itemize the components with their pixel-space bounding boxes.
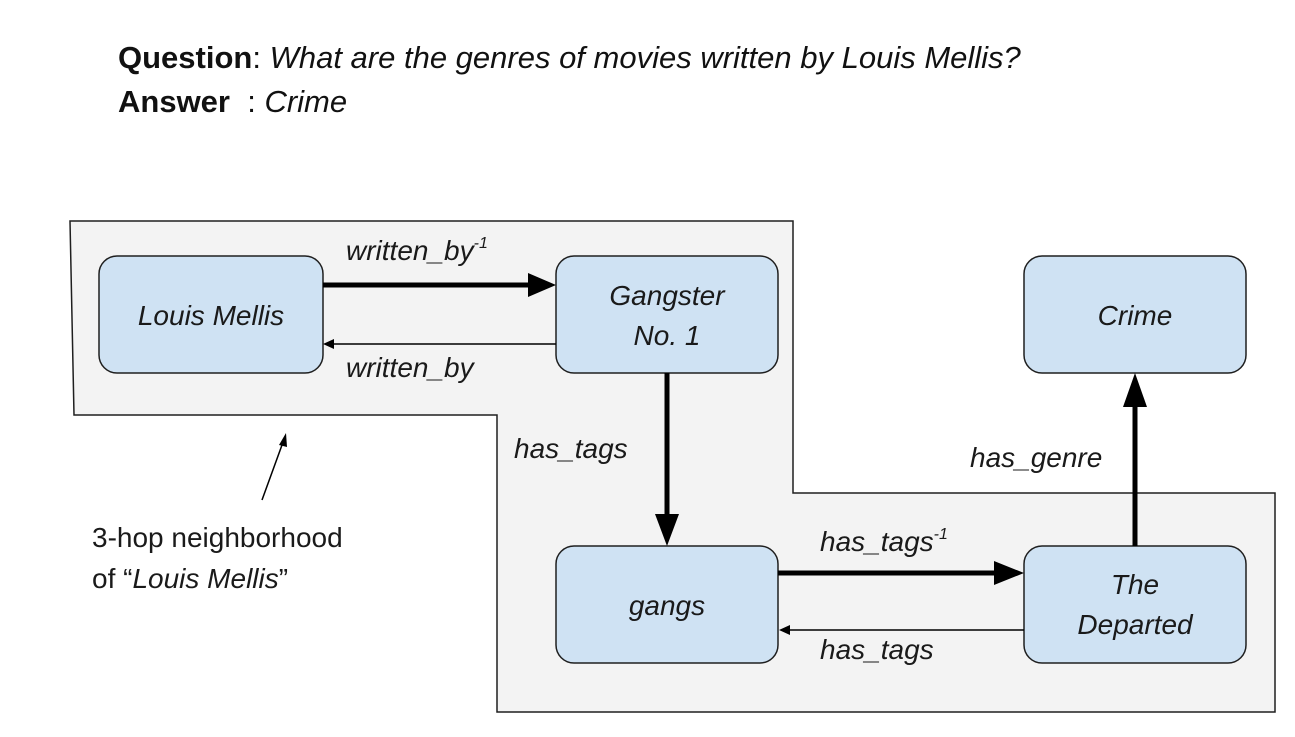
- question-label: Question: [118, 40, 253, 75]
- question-separator: :: [252, 40, 270, 75]
- edge-has-tags-back-arrowhead: [779, 625, 790, 635]
- node-gangster-label-line2: No. 1: [634, 320, 701, 351]
- edge-has-tags-inverse-label: has_tags-1: [820, 526, 948, 557]
- edge-written-by-inverse-arrowhead: [528, 273, 556, 297]
- question-line: Question: What are the genres of movies …: [118, 42, 1021, 73]
- edge-written-by-inverse-label: written_by-1: [346, 235, 488, 266]
- caption-pointer-arrowhead: [279, 433, 287, 447]
- node-gangs: gangs: [555, 545, 779, 664]
- edge-written-by-inverse-text: written_by: [346, 235, 476, 266]
- edge-has-tags-down-arrowhead: [655, 514, 679, 546]
- node-the-departed: The Departed: [1023, 545, 1247, 664]
- caption-line1: 3-hop neighborhood: [92, 522, 343, 553]
- edge-has-tags-back-label: has_tags: [820, 634, 934, 665]
- question-text: What are the genres of movies written by…: [269, 40, 1021, 75]
- node-gangster-label-line1: Gangster: [609, 280, 726, 311]
- node-departed-label-line1: The: [1111, 569, 1159, 600]
- caption-line2-prefix: of “: [92, 563, 132, 594]
- edge-has-genre-label: has_genre: [970, 442, 1102, 473]
- edge-has-tags-inverse-text: has_tags: [820, 526, 934, 557]
- caption-line2-suffix: ”: [279, 563, 288, 594]
- caption-line2: of “Louis Mellis”: [92, 563, 288, 594]
- edge-written-by-arrowhead: [323, 339, 334, 349]
- node-gangster-no-1: Gangster No. 1: [555, 255, 779, 374]
- edge-has-tags-down-label: has_tags: [514, 433, 628, 464]
- edge-has-genre-arrowhead: [1123, 373, 1147, 407]
- node-gangs-label: gangs: [629, 590, 705, 621]
- caption-line2-name: Louis Mellis: [132, 563, 278, 594]
- edge-written-by-inverse-superscript: -1: [474, 235, 488, 252]
- caption-pointer: [261, 444, 283, 501]
- node-louis-mellis: Louis Mellis: [98, 255, 324, 374]
- answer-label: Answer: [118, 84, 230, 119]
- node-louis-mellis-label: Louis Mellis: [138, 300, 284, 331]
- answer-text: Crime: [264, 84, 348, 119]
- answer-separator: :: [229, 84, 265, 119]
- edge-has-tags-inverse-arrowhead: [994, 561, 1024, 585]
- edge-written-by-label: written_by: [346, 352, 476, 383]
- node-departed-label-line2: Departed: [1077, 609, 1194, 640]
- node-crime: Crime: [1023, 255, 1247, 374]
- answer-line: Answer : Crime: [118, 86, 347, 117]
- node-crime-label: Crime: [1098, 300, 1173, 331]
- edge-has-tags-inverse-superscript: -1: [934, 526, 948, 543]
